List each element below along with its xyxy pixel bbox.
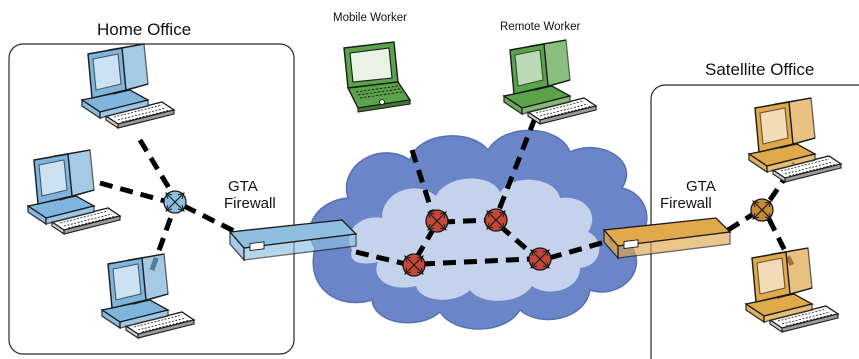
home-computer-bottom-icon xyxy=(101,253,195,339)
home-computer-left-icon xyxy=(27,149,121,235)
home-firewall-label: GTA Firewall xyxy=(224,178,276,212)
satellite-firewall-label-line2: Firewall xyxy=(660,195,712,212)
home-firewall-label-line2: Firewall xyxy=(224,195,276,212)
remote-worker-computer-icon xyxy=(503,39,597,125)
home-firewall-label-line1: GTA xyxy=(228,178,258,195)
remote-worker-label: Remote Worker xyxy=(500,21,581,33)
satellite-office-label: Satellite Office xyxy=(705,60,815,79)
internet-router-4-icon xyxy=(528,247,552,271)
internet-router-1-icon xyxy=(425,209,449,233)
internet-router-2-icon xyxy=(484,208,508,232)
mobile-worker-label: Mobile Worker xyxy=(333,12,407,24)
satellite-computer-bottom-icon xyxy=(745,247,839,333)
satellite-computer-top-icon xyxy=(748,97,842,183)
satellite-firewall-label-line1: GTA xyxy=(686,178,716,195)
home-office-label: Home Office xyxy=(97,20,192,39)
home-office-frame xyxy=(8,43,295,355)
mobile-worker-laptop-icon xyxy=(343,41,411,113)
home-hub-router-icon xyxy=(163,190,187,214)
home-computer-top-icon xyxy=(81,43,175,129)
network-links xyxy=(99,117,798,271)
internet-cloud xyxy=(309,129,648,330)
internet-router-3-icon xyxy=(402,253,426,277)
satellite-hub-router-icon xyxy=(750,198,774,222)
satellite-firewall-label: GTA Firewall xyxy=(660,178,716,212)
